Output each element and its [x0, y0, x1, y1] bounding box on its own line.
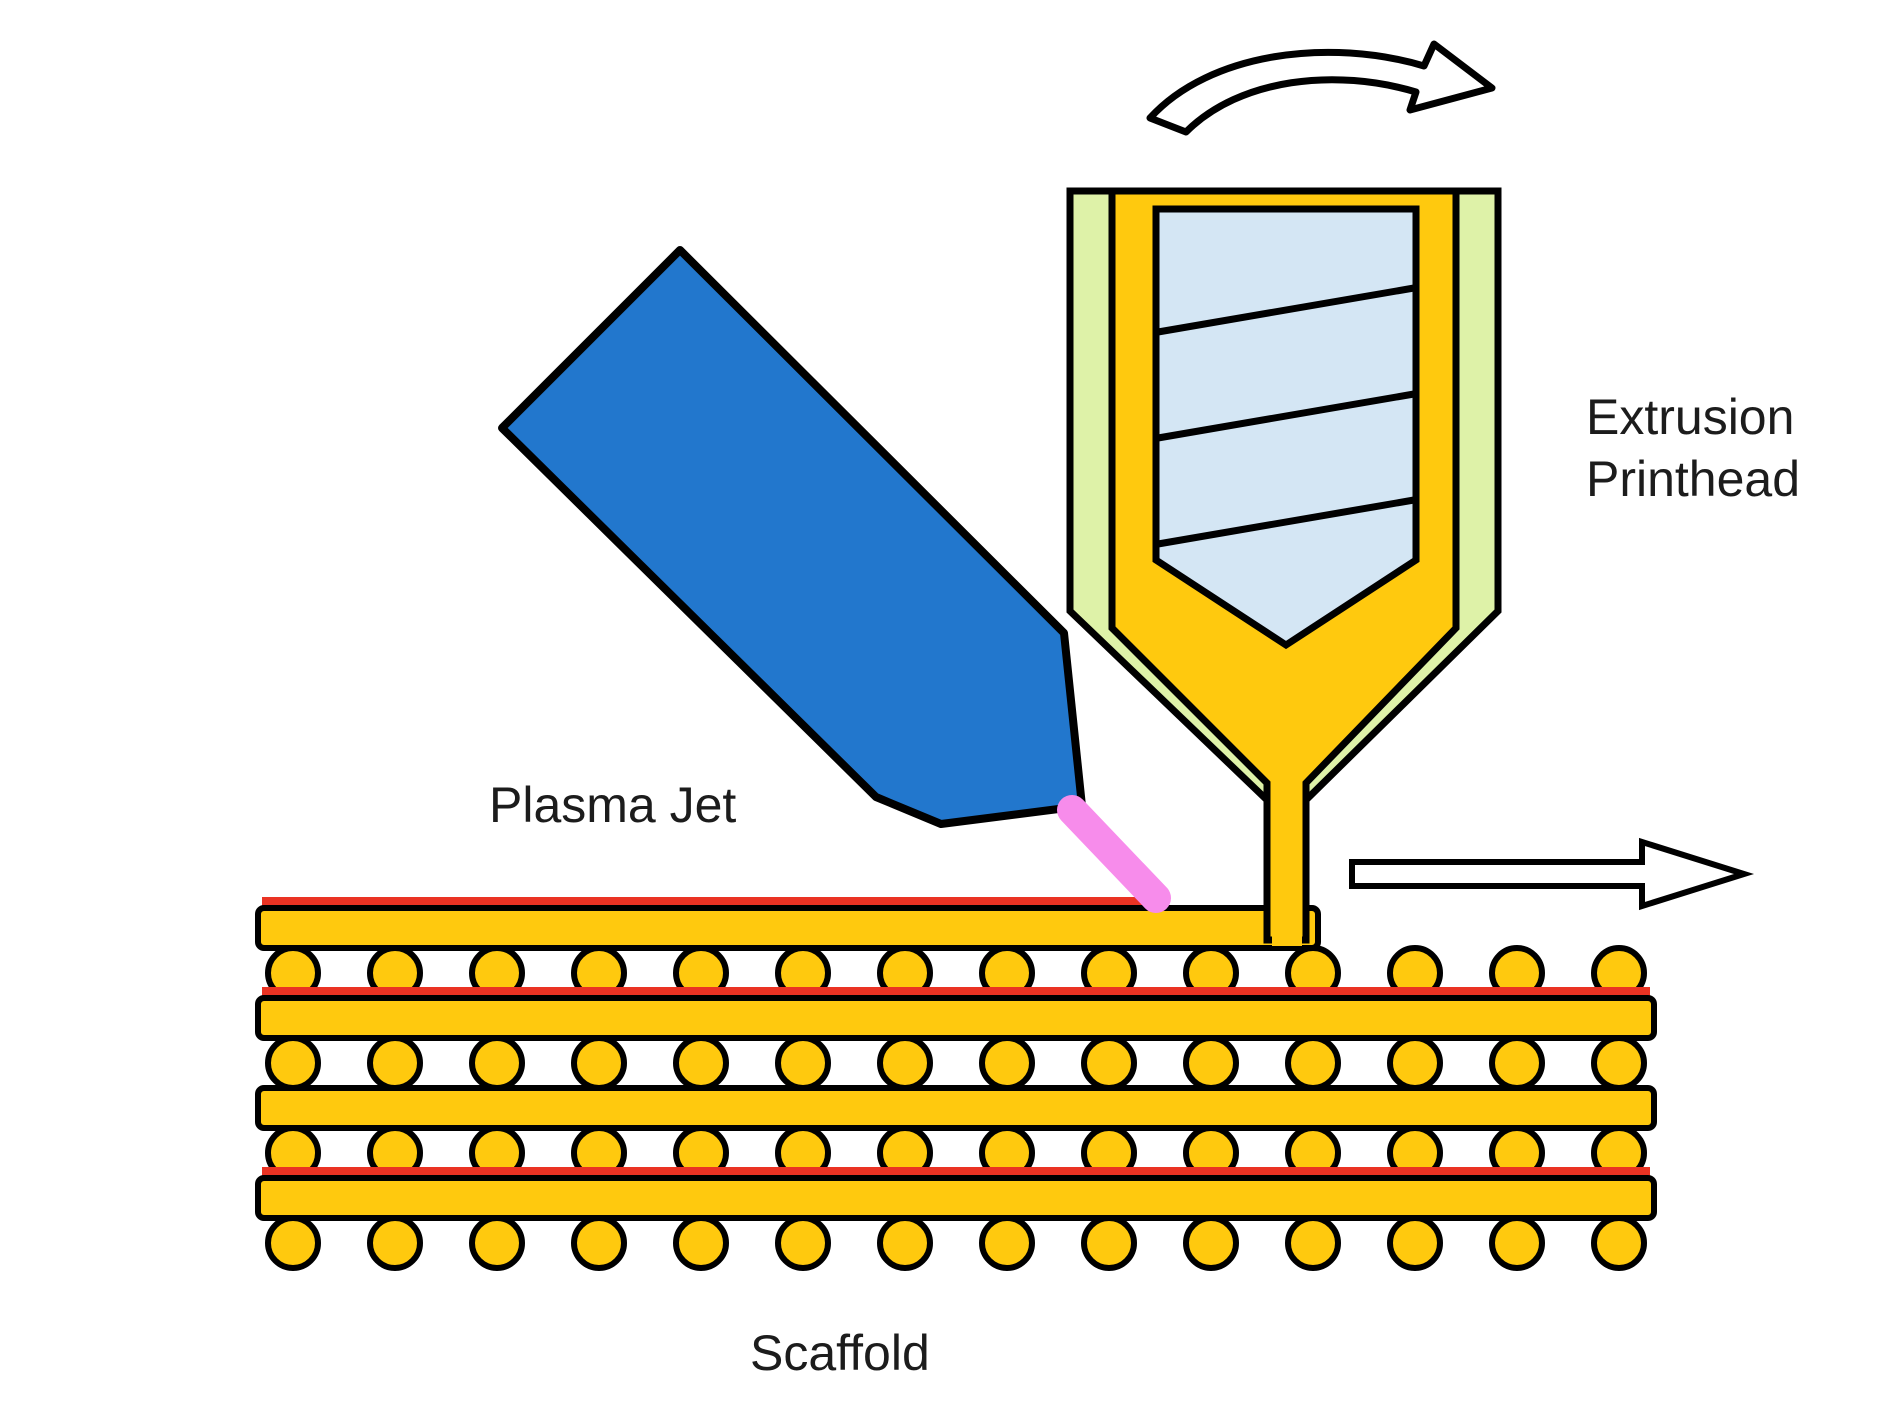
scaffold-strand-cross-section — [1183, 1215, 1239, 1271]
plasma-treated-surface-line — [262, 897, 1144, 908]
scaffold-strand-cross-section — [1081, 1035, 1137, 1091]
scaffold-strand-cross-section — [1285, 1215, 1341, 1271]
scaffold-strand-cross-section — [469, 1215, 525, 1271]
scaffold-strand-cross-section — [673, 1035, 729, 1091]
scaffold-strand-cross-section — [469, 1035, 525, 1091]
scaffold-strand-cross-section — [775, 1035, 831, 1091]
scaffold-strand-cross-section — [367, 1035, 423, 1091]
scaffold-strand-cross-section — [979, 1215, 1035, 1271]
auger-screw-line — [1157, 496, 1415, 548]
extrusion-printhead-label-line1: Extrusion — [1586, 389, 1794, 445]
scaffold-strand-bar — [255, 1175, 1657, 1221]
scaffold-strand-cross-section — [1081, 1215, 1137, 1271]
plasma-treated-surface-line — [262, 987, 1650, 998]
scaffold-strand-cross-section — [1489, 1035, 1545, 1091]
scaffold-strand-cross-section — [1285, 1035, 1341, 1091]
scaffold-strand-cross-section — [1489, 1215, 1545, 1271]
scaffold-strand-cross-section — [1591, 1215, 1647, 1271]
rotation-arrow-icon — [1146, 40, 1496, 136]
scaffold-strand-cross-section — [877, 1035, 933, 1091]
scaffold-strand-cross-section — [1387, 1215, 1443, 1271]
scaffold-strand-cross-section — [1183, 1035, 1239, 1091]
scaffold — [255, 897, 1657, 1271]
scaffold-strand-cross-section — [673, 1215, 729, 1271]
printhead-barrel — [1152, 205, 1420, 650]
scaffold-strand-cross-section — [265, 1035, 321, 1091]
travel-direction-arrow-icon — [1349, 837, 1755, 911]
auger-screw-line — [1157, 284, 1415, 336]
scaffold-strand-cross-section — [265, 1215, 321, 1271]
scaffold-strand-bar — [255, 905, 1321, 951]
extrusion-printhead-label-line2: Printhead — [1586, 451, 1800, 507]
scaffold-strand-cross-section — [877, 1215, 933, 1271]
plasma-beam — [1057, 795, 1171, 913]
plasma-treated-surface-line — [262, 1167, 1650, 1178]
scaffold-strand-bar — [255, 1085, 1657, 1131]
scaffold-label: Scaffold — [750, 1325, 930, 1381]
scaffold-strand-cross-section — [979, 1035, 1035, 1091]
nozzle-bar-junction-patch — [1272, 930, 1302, 946]
plasma-jet-label: Plasma Jet — [489, 777, 736, 833]
scaffold-strand-cross-section — [571, 1215, 627, 1271]
scaffold-strand-bar — [255, 995, 1657, 1041]
scaffold-strand-cross-section — [367, 1215, 423, 1271]
scaffold-strand-cross-section — [775, 1215, 831, 1271]
scaffold-strand-cross-section — [1387, 1035, 1443, 1091]
auger-screw-line — [1157, 390, 1415, 442]
scaffold-strand-cross-section — [571, 1035, 627, 1091]
scaffold-strand-cross-section — [1591, 1035, 1647, 1091]
